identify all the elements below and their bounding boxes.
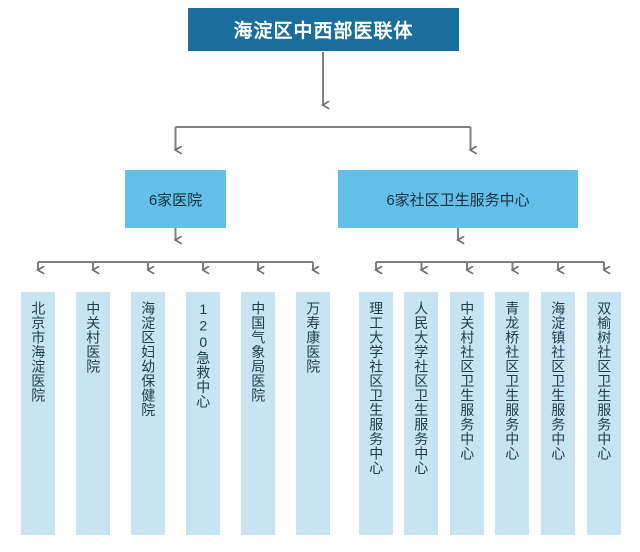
node-leaf-center-3[interactable]: 中关村社区卫生服务中心 [450, 292, 484, 535]
node-branch-hospitals[interactable]: 6家医院 [125, 170, 226, 228]
node-leaf-center-6[interactable]: 双榆树社区卫生服务中心 [587, 292, 621, 535]
node-branch-community-health-centers-label: 6家社区卫生服务中心 [386, 191, 530, 209]
node-leaf-center-4[interactable]: 青龙桥社区卫生服务中心 [495, 292, 529, 535]
node-leaf-center-6-label: 双榆树社区卫生服务中心 [596, 301, 613, 461]
node-branch-hospitals-label: 6家医院 [148, 191, 203, 209]
node-root[interactable]: 海淀区中西部医联体 [188, 8, 459, 51]
node-leaf-hospital-2-label: 中关村医院 [85, 301, 102, 374]
node-leaf-hospital-6[interactable]: 万寿康医院 [296, 292, 330, 535]
node-leaf-hospital-3[interactable]: 海淀区妇幼保健院 [131, 292, 165, 535]
node-leaf-center-2-label: 人民大学社区卫生服务中心 [413, 301, 430, 475]
node-leaf-center-2[interactable]: 人民大学社区卫生服务中心 [404, 292, 438, 535]
node-leaf-center-3-label: 中关村社区卫生服务中心 [459, 301, 476, 461]
node-leaf-center-1[interactable]: 理工大学社区卫生服务中心 [359, 292, 393, 535]
node-leaf-hospital-1[interactable]: 北京市海淀医院 [21, 292, 55, 535]
node-leaf-center-4-label: 青龙桥社区卫生服务中心 [504, 301, 521, 461]
node-branch-community-health-centers[interactable]: 6家社区卫生服务中心 [338, 170, 578, 228]
node-leaf-center-5-label: 海淀镇社区卫生服务中心 [550, 301, 567, 461]
node-leaf-hospital-6-label: 万寿康医院 [305, 301, 322, 374]
node-leaf-center-5[interactable]: 海淀镇社区卫生服务中心 [541, 292, 575, 535]
node-leaf-hospital-2[interactable]: 中关村医院 [76, 292, 110, 535]
node-leaf-hospital-5-label: 中国气象局医院 [250, 301, 267, 403]
node-leaf-hospital-4[interactable]: 120急救中心 [186, 292, 220, 535]
node-leaf-hospital-3-label: 海淀区妇幼保健院 [140, 301, 157, 417]
node-root-label: 海淀区中西部医联体 [233, 21, 414, 42]
node-leaf-hospital-4-label: 120急救中心 [195, 301, 212, 409]
node-leaf-center-1-label: 理工大学社区卫生服务中心 [368, 301, 385, 475]
node-leaf-hospital-5[interactable]: 中国气象局医院 [241, 292, 275, 535]
node-leaf-hospital-1-label: 北京市海淀医院 [30, 301, 47, 403]
